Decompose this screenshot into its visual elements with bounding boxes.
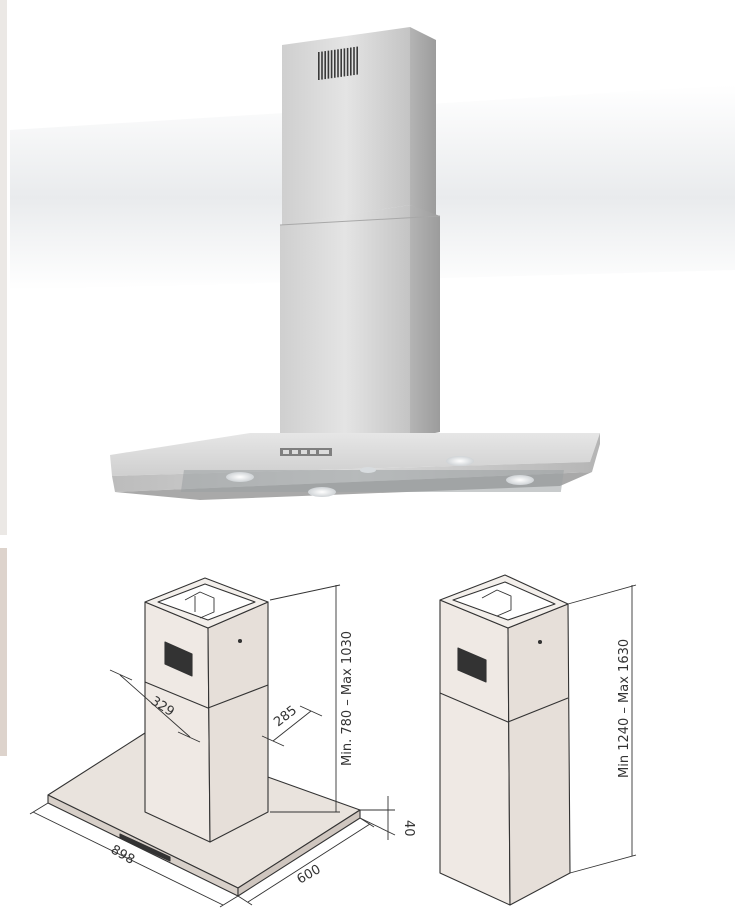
dim-label-chimney-height: Min. 780 – Max 1030: [340, 631, 355, 766]
chimney-vent: [164, 641, 193, 677]
left-edge-strip-bottom: [0, 548, 7, 756]
technical-drawings: 329 285 Min. 780 – Max 1030 898 600 40 M…: [29, 574, 637, 908]
dim-label-600: 600: [295, 862, 324, 887]
chimney-lower-side: [410, 205, 440, 438]
lamp-3: [446, 456, 474, 466]
hood-photo: [10, 27, 735, 500]
grille-slat: [337, 49, 339, 78]
chimney-upper-side: [410, 27, 436, 216]
grille-slat: [324, 51, 326, 80]
dim-line-600: [247, 823, 371, 903]
lamp-4: [506, 475, 534, 485]
chimney-top-opening: [157, 583, 256, 621]
grille-slat: [343, 48, 346, 77]
grille-slat: [321, 51, 323, 80]
screw-dot: [237, 638, 243, 644]
control-panel: [280, 448, 332, 456]
ext-chimney-side: [507, 603, 571, 906]
dim-line-898: [32, 811, 224, 906]
control-strip: [119, 833, 171, 862]
grille-slat: [334, 49, 336, 78]
hood-filter-panel: [180, 470, 564, 492]
dim-line-329: [119, 674, 191, 738]
grille-slat: [353, 47, 355, 76]
right-drawing: [439, 574, 571, 906]
grille-slat: [356, 46, 358, 75]
left-edge-strip-top: [0, 0, 7, 535]
grille-slat: [340, 48, 342, 77]
dim-label-898: 898: [108, 842, 137, 867]
chimney-side: [207, 601, 269, 843]
ext-chimney-vent: [457, 647, 487, 683]
right-dimensions: [567, 584, 637, 874]
ext-bracket-detail: [481, 589, 512, 617]
chimney-upper-front: [282, 27, 410, 225]
lamp-5: [360, 467, 376, 473]
ext-chimney-top-opening: [452, 581, 556, 621]
lamp-2: [308, 487, 336, 497]
dim-label-extended-height: Min 1240 – Max 1630: [617, 639, 632, 778]
dim-label-285: 285: [271, 703, 300, 730]
grille-slat: [318, 52, 320, 80]
chimney-lower-front: [280, 205, 410, 448]
grille-slat: [350, 47, 352, 76]
chimney-joint: [279, 215, 441, 226]
bracket-detail: [184, 591, 215, 619]
lamp-1: [226, 472, 254, 482]
grille-slat: [346, 47, 349, 76]
left-drawing: [47, 577, 361, 897]
vent-grille: [318, 46, 358, 80]
ext-chimney-front: [439, 599, 511, 906]
grille-slat: [327, 50, 330, 79]
chimney-front: [144, 601, 211, 843]
dim-label-40: 40: [401, 820, 416, 837]
ext-joint-line: [439, 692, 569, 723]
grille-slat: [330, 50, 333, 79]
left-dimensions: [29, 584, 396, 908]
ext-screw-dot: [537, 639, 543, 645]
dim-line-285: [272, 710, 312, 742]
chimney-joint-line: [144, 681, 269, 709]
hood-top-surface: [110, 433, 600, 476]
